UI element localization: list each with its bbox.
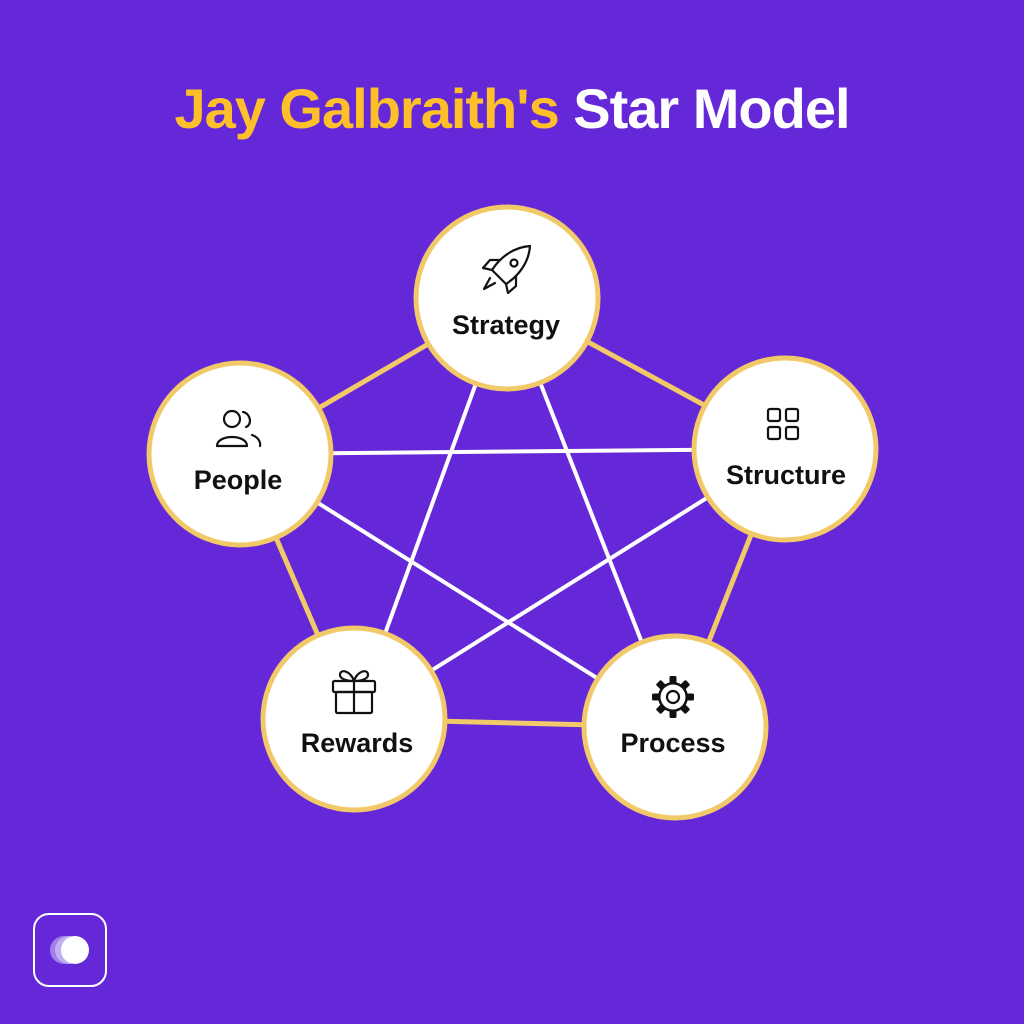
node-label-strategy: Strategy bbox=[452, 310, 560, 340]
brand-logo bbox=[33, 913, 107, 987]
node-label-structure: Structure bbox=[726, 460, 846, 490]
node-label-rewards: Rewards bbox=[301, 728, 414, 758]
node-process: Process bbox=[581, 633, 769, 821]
node-structure: Structure bbox=[691, 355, 879, 543]
node-strategy: Strategy bbox=[413, 204, 601, 392]
gear-icon bbox=[652, 676, 694, 718]
title-accent: Jay Galbraith's bbox=[174, 77, 559, 140]
node-people: People bbox=[146, 360, 334, 548]
node-rewards: Rewards bbox=[260, 625, 448, 813]
node-label-people: People bbox=[194, 465, 283, 495]
title-main: Star Model bbox=[573, 77, 850, 140]
node-label-process: Process bbox=[620, 728, 725, 758]
page-title: Jay Galbraith's Star Model bbox=[0, 74, 1024, 144]
users-icon bbox=[215, 409, 262, 448]
rocket-icon bbox=[481, 244, 532, 295]
grid-icon bbox=[766, 407, 800, 441]
gift-icon bbox=[331, 670, 377, 715]
